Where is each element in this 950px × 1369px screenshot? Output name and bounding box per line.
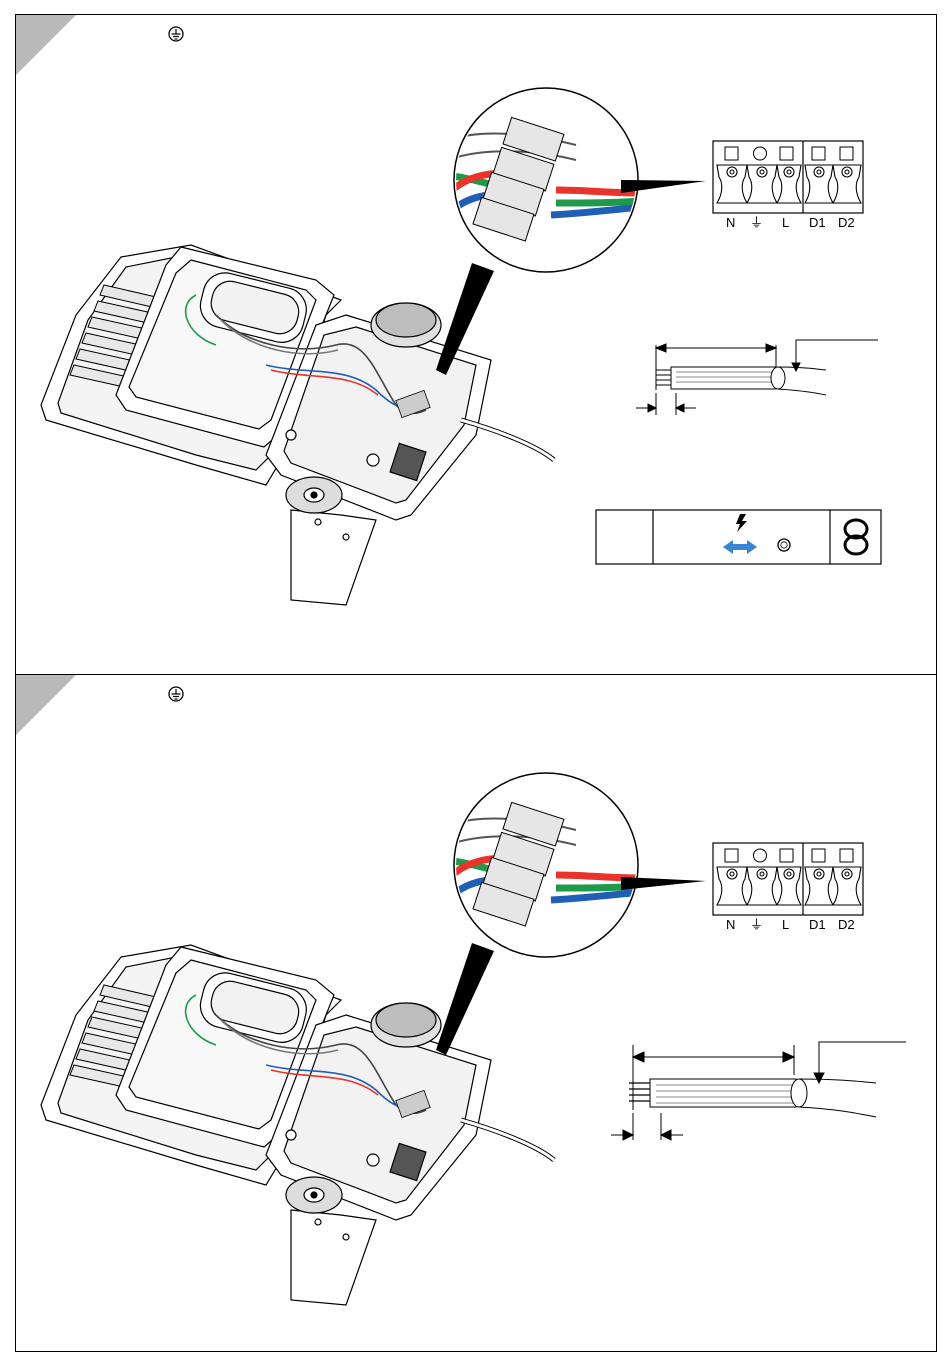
ground-symbol-icon — [169, 27, 183, 41]
terminal-label-l: L — [782, 215, 789, 230]
terminal-label-d2: D2 — [838, 215, 855, 230]
terminal-label-ground: ⏚ — [750, 917, 763, 932]
terminal-label-l: L — [782, 917, 789, 932]
terminal-diagram — [713, 141, 863, 213]
terminal-label-d2: D2 — [838, 917, 855, 932]
ground-symbol-icon — [169, 687, 183, 701]
magnified-terminal-view — [436, 88, 641, 375]
cable-strip-diagram — [611, 1042, 906, 1140]
step-panel-top: N ⏚ L D1 D2 — [15, 14, 937, 675]
terminal-label-d1: D1 — [809, 917, 826, 932]
step-panel-top-drawing: N ⏚ L D1 D2 — [16, 15, 937, 675]
luminaire-housing — [41, 945, 554, 1305]
terminal-diagram — [713, 843, 863, 915]
magnified-terminal-view — [436, 773, 641, 1055]
pointer-wedge — [621, 877, 706, 890]
info-table — [596, 510, 881, 564]
terminal-label-n: N — [726, 917, 735, 932]
corner-marker — [16, 15, 76, 75]
terminal-label-n: N — [726, 215, 735, 230]
step-panel-bottom: N ⏚ L D1 D2 — [15, 674, 937, 1352]
terminal-label-d1: D1 — [809, 215, 826, 230]
corner-marker — [16, 675, 76, 735]
terminal-label-ground: ⏚ — [750, 215, 763, 230]
cable-strip-diagram — [636, 340, 878, 415]
ring-icon — [778, 539, 790, 551]
pointer-wedge — [621, 180, 706, 193]
step-panel-bottom-drawing: N ⏚ L D1 D2 — [16, 675, 937, 1352]
